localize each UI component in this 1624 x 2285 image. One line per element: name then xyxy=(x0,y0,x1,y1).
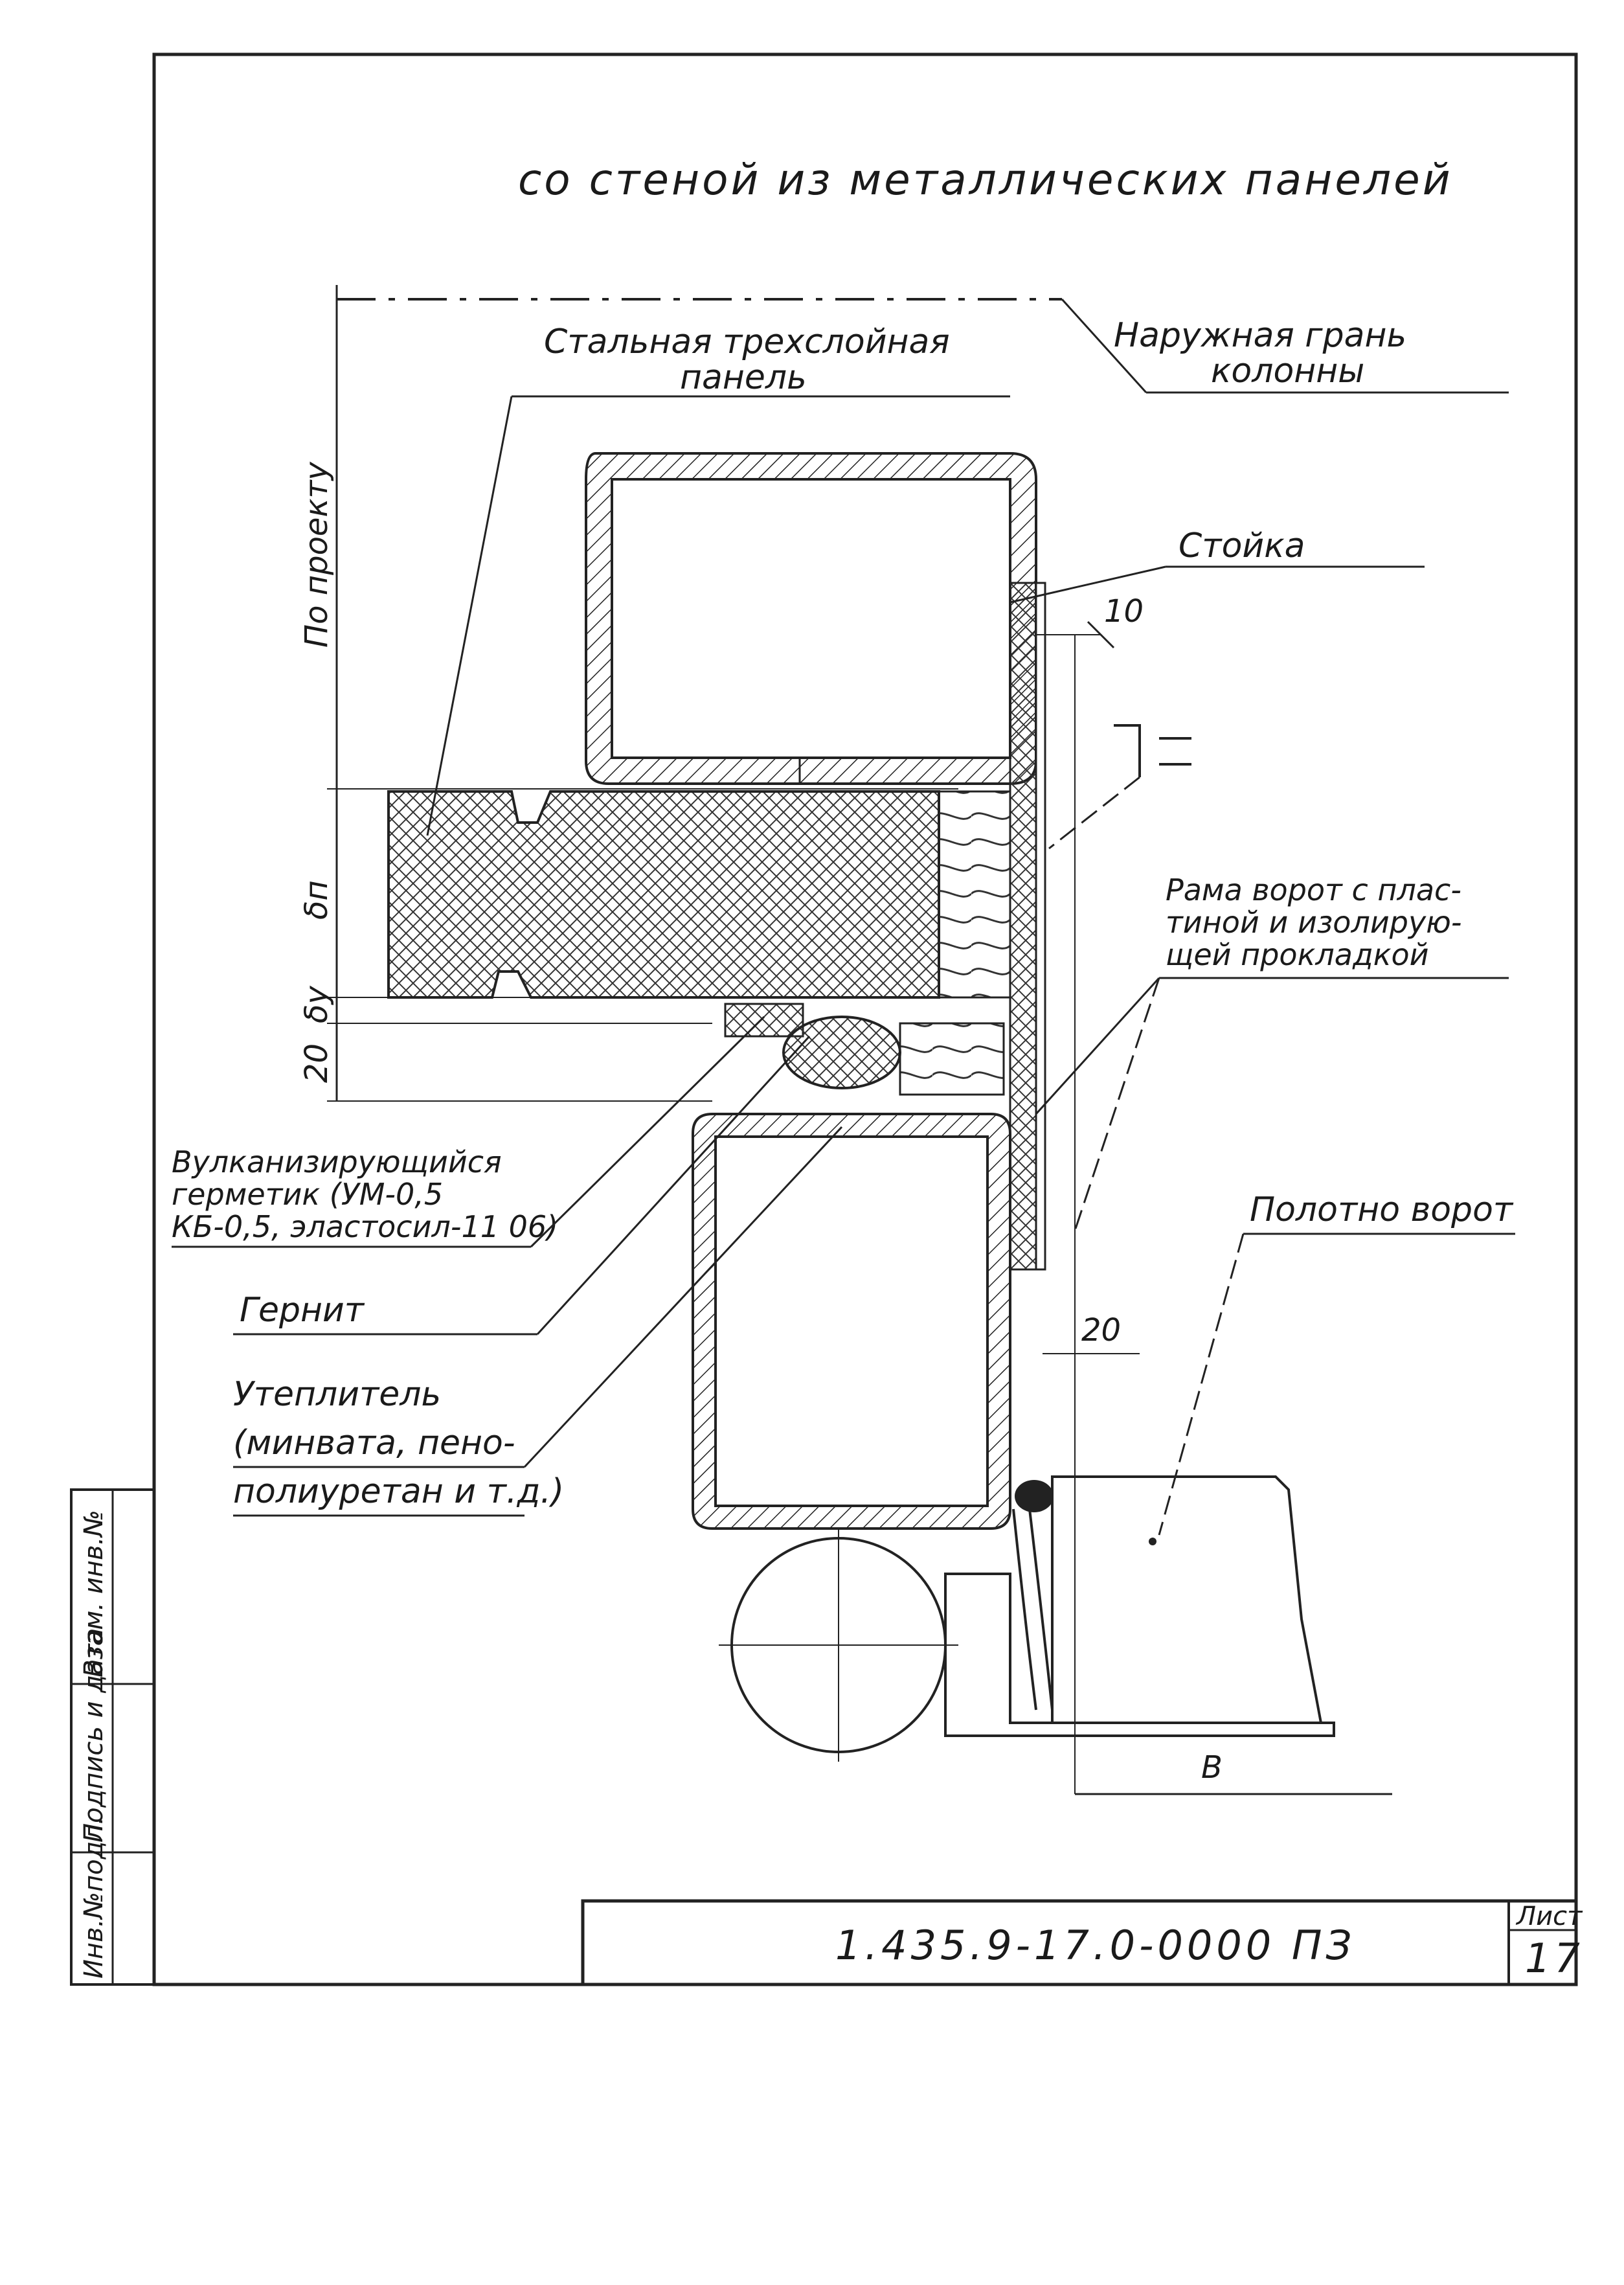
side-stamp: Инв.№подл. Подпись и дата Взам. инв.№ xyxy=(70,1488,155,1986)
label-frame-2: тиной и изолирую- xyxy=(1166,905,1461,940)
leaf-leader xyxy=(1158,1233,1245,1536)
label-sealant-1: Вулканизирующийся xyxy=(172,1144,502,1179)
label-gernit: Гернит xyxy=(240,1291,365,1330)
label-frame-1: Рама ворот с плас- xyxy=(1166,872,1461,907)
dim-b: В xyxy=(1201,1749,1223,1786)
frame-leader-2 xyxy=(1074,977,1160,1231)
stamp-signature-date: Подпись и дата xyxy=(79,1628,109,1843)
stamp-inv-no: Инв.№подл. xyxy=(79,1816,109,1979)
sandwich-panel xyxy=(387,790,940,999)
column-face-leader xyxy=(1061,298,1147,394)
insulation-leader xyxy=(523,1126,843,1468)
gate-frame-profile xyxy=(692,1113,1011,1530)
dim-20-right: 20 xyxy=(1081,1312,1121,1348)
post-outer-plate xyxy=(1035,582,1046,1271)
seal-cluster xyxy=(724,1003,1005,1096)
frame-leader-1 xyxy=(1035,977,1160,1115)
label-post: Стойка xyxy=(1179,527,1305,565)
wood-insert xyxy=(938,790,1011,999)
label-frame-3: щей прокладкой xyxy=(1166,937,1429,972)
gate-leaf xyxy=(1051,1475,1323,1724)
label-column-face-2: колонны xyxy=(1211,352,1364,391)
section-leader xyxy=(1048,776,1140,850)
drawing-code: 1.435.9-17.0-0000 ПЗ xyxy=(835,1922,1355,1969)
section-mark xyxy=(1114,724,1191,777)
label-insulation-3: полиуретан и т.д.) xyxy=(233,1472,564,1511)
label-panel-2: панель xyxy=(680,358,807,397)
dim-10-tick xyxy=(1087,620,1115,649)
dim-delta-p: δп xyxy=(299,880,335,920)
label-column-face-1: Наружная грань xyxy=(1114,316,1406,355)
hinge-clip xyxy=(1012,1508,1054,1711)
stamp-replacement-inv: Взам. инв.№ xyxy=(79,1510,109,1677)
drawing-title: со стеной из металлических панелей xyxy=(518,155,1453,205)
label-insulation-2: (минвата, пено- xyxy=(233,1424,515,1462)
panel-leader xyxy=(426,396,513,836)
label-sealant-2: герметик (УМ-0,5 xyxy=(172,1177,443,1212)
title-block: 1.435.9-17.0-0000 ПЗ Лист 17 xyxy=(581,1899,1584,1986)
dim-20-left: 20 xyxy=(299,1043,335,1083)
column-profile xyxy=(585,452,1037,785)
post-leader xyxy=(1009,565,1166,604)
label-insulation-1: Утеплитель xyxy=(233,1375,441,1414)
post-plate xyxy=(1009,582,1037,1271)
sheet-label: Лист xyxy=(1515,1902,1583,1931)
label-leaf: Полотно ворот xyxy=(1250,1190,1514,1229)
seal-bulb xyxy=(1015,1480,1054,1512)
sheet-number: 17 xyxy=(1525,1935,1584,1982)
dim-delta-u: δу xyxy=(299,986,335,1023)
sealant-leader xyxy=(530,1016,765,1248)
leaf-bracket xyxy=(944,1573,1335,1737)
leaf-point xyxy=(1149,1538,1156,1545)
label-panel-1: Стальная трехслойная xyxy=(544,323,950,361)
dim-by-project: По проекту xyxy=(299,462,335,648)
label-sealant-3: КБ-0,5, эластосил-11 06) xyxy=(172,1209,558,1244)
dim-10: 10 xyxy=(1104,593,1144,630)
gernit-leader xyxy=(536,1035,811,1336)
